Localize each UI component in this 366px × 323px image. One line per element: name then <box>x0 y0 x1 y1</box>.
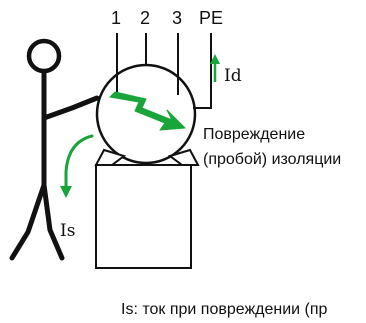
id-arrow <box>210 54 220 82</box>
terminal-3-label: 3 <box>172 8 182 28</box>
person-figure <box>9 38 100 261</box>
terminal-1-label: 1 <box>111 8 121 28</box>
lightning-bolt-icon <box>109 91 186 131</box>
conductor-pe <box>193 33 212 109</box>
terminal-pe-label: PE <box>199 8 223 28</box>
person-leg-right <box>41 182 65 261</box>
terminal-2-label: 2 <box>140 8 150 28</box>
person-head <box>26 38 62 74</box>
person-arm <box>41 95 100 121</box>
motor-base <box>95 164 192 269</box>
motor-circle <box>95 63 197 165</box>
is-label: Is <box>60 221 75 241</box>
caption-text: Is: ток при повреждении (пр <box>121 301 328 318</box>
conductors <box>116 33 212 109</box>
motor-feet <box>94 148 200 166</box>
id-label: Id <box>224 66 242 86</box>
fault-label-line1: Повреждение <box>203 126 305 143</box>
person-leg-left <box>9 182 47 261</box>
fault-label-line2: (пробой) изоляции <box>203 151 341 168</box>
is-arrow <box>60 134 94 198</box>
